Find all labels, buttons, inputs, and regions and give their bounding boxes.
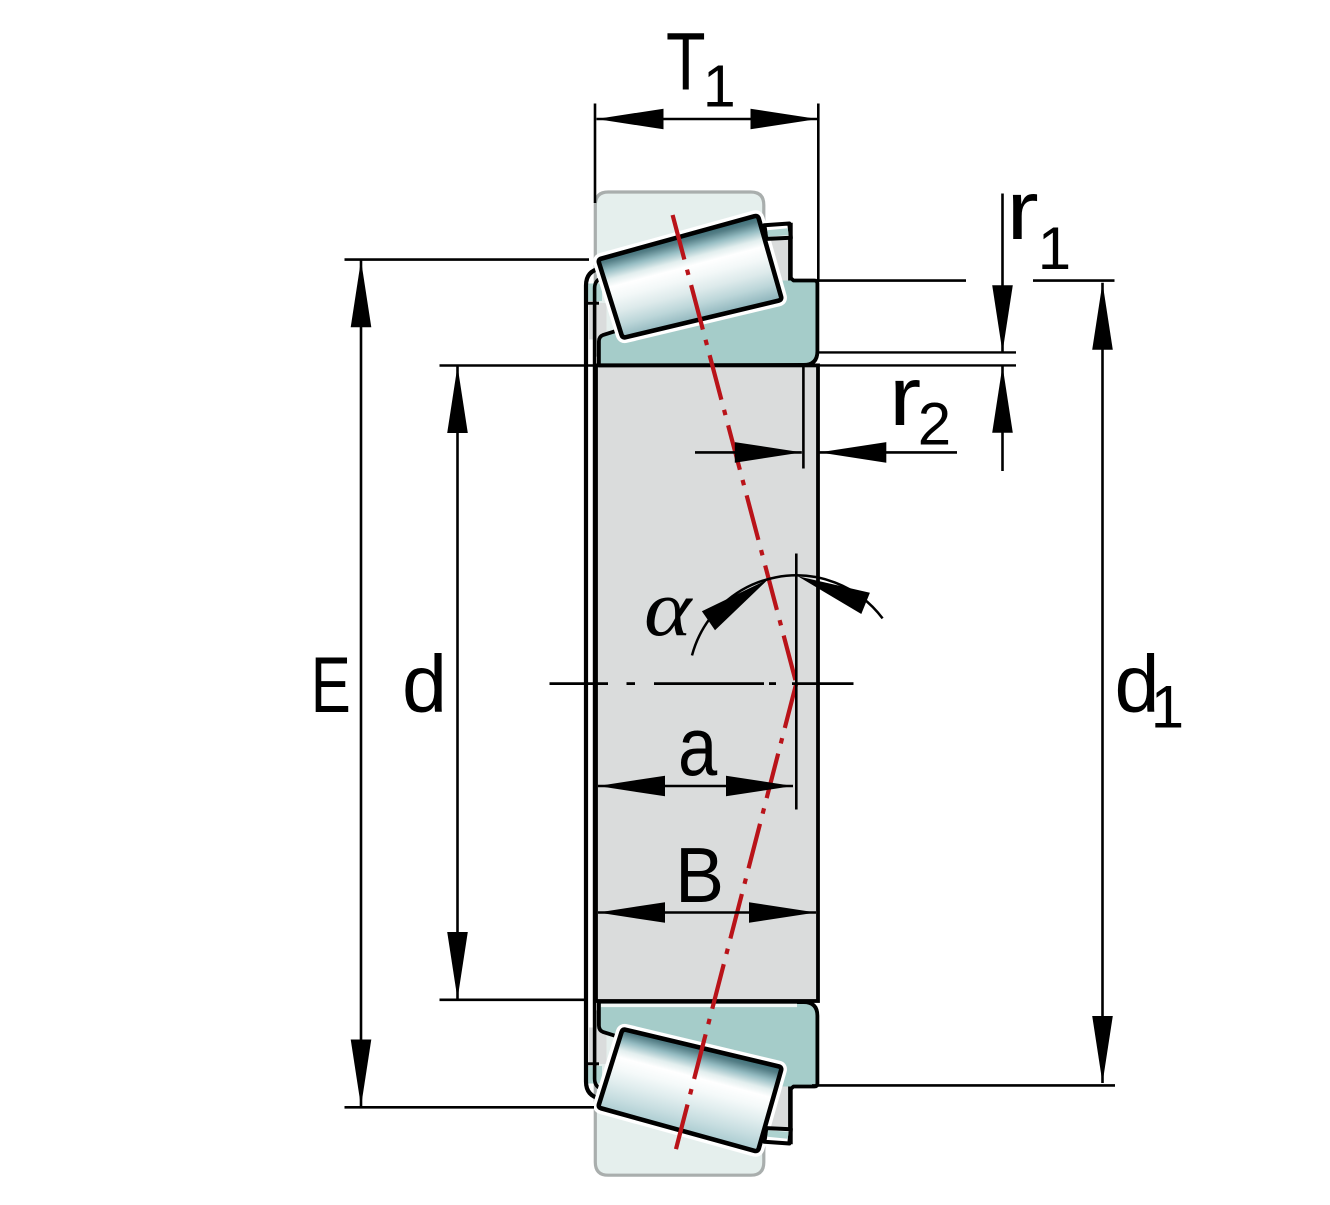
svg-text:d: d [1115, 640, 1160, 730]
svg-text:a: a [678, 701, 717, 794]
svg-text:r: r [1007, 164, 1039, 258]
svg-text:r: r [889, 350, 921, 444]
svg-text:1: 1 [703, 54, 736, 120]
svg-text:B: B [675, 832, 724, 920]
svg-text:d: d [402, 640, 447, 730]
svg-text:E: E [311, 640, 351, 729]
svg-text:α: α [644, 565, 694, 653]
svg-text:1: 1 [1038, 215, 1071, 282]
svg-text:T: T [666, 15, 706, 107]
svg-text:2: 2 [918, 391, 951, 458]
svg-text:1: 1 [1151, 674, 1184, 741]
